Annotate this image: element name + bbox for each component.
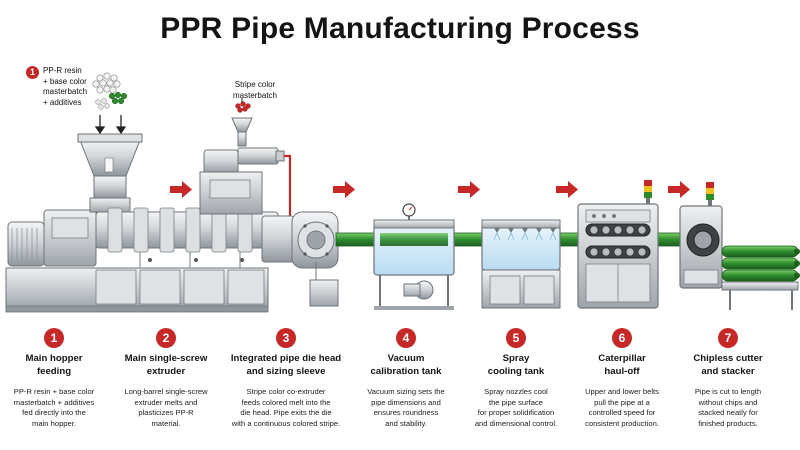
stripe-note-line: Stripe color — [234, 80, 276, 89]
flow-arrow-icon — [668, 181, 690, 198]
step-7: 7 Chipless cutter and stacker Pipe is cu… — [676, 328, 780, 429]
step-description: Vacuum sizing sets the pipe dimensions a… — [367, 387, 445, 428]
step-badge: 6 — [612, 328, 632, 348]
step-badge: 5 — [506, 328, 526, 348]
step-title: Caterpillar haul-off — [598, 353, 646, 377]
step-4: 4 Vacuum calibration tank Vacuum sizing … — [356, 328, 456, 429]
stacked-pipes — [721, 245, 799, 282]
step-description: Pipe is cut to length without chips and … — [694, 387, 762, 428]
flow-arrow-icon — [556, 181, 578, 198]
process-illustration — [5, 72, 800, 313]
step-title: Integrated pipe die head and sizing slee… — [230, 353, 342, 377]
feed-note-line: + base color — [43, 76, 87, 86]
step-1: 1 Main hopper feeding PP-R resin + base … — [4, 328, 104, 429]
flow-arrow-icon — [458, 181, 480, 198]
die-head — [261, 211, 339, 307]
feed-note-line: PP-R resin — [43, 66, 82, 75]
page-title: PPR Pipe Manufacturing Process — [160, 12, 640, 45]
step-description: Long-barrel single-screw extruder melts … — [124, 387, 208, 428]
step-badge: 3 — [276, 328, 296, 348]
step-captions: 1 Main hopper feeding PP-R resin + base … — [0, 328, 800, 450]
chipless-cutter-stacker — [679, 182, 799, 310]
feed-note: 1 PP-R resin + base color masterbatch + … — [26, 66, 116, 108]
spray-cooling-tank — [481, 219, 561, 309]
step-5: 5 Spray cooling tank Spray nozzles cool … — [462, 328, 570, 429]
feed-note-line: masterbatch — [43, 87, 88, 96]
step-title: Main single-screw extruder — [124, 353, 208, 377]
pellet-pile-icon — [92, 72, 128, 110]
feed-arrows — [94, 115, 127, 135]
feed-note-line: + additives — [43, 97, 82, 107]
step-title: Main hopper feeding — [25, 353, 83, 377]
step-2: 2 Main single-screw extruder Long-barrel… — [110, 328, 222, 429]
step-badge: 1 — [26, 66, 39, 79]
step-badge: 1 — [44, 328, 64, 348]
stripe-co-extruder — [199, 98, 292, 222]
stripe-note: Stripe color masterbatch — [220, 80, 290, 101]
step-description: Stripe color co-extruder feeds colored m… — [231, 387, 341, 428]
flow-arrow-icon — [170, 181, 192, 198]
step-badge: 7 — [718, 328, 738, 348]
step-description: Spray nozzles cool the pipe surface for … — [474, 387, 558, 428]
step-badge: 4 — [396, 328, 416, 348]
stripe-note-line: masterbatch — [232, 90, 278, 100]
flow-arrows — [170, 181, 690, 198]
flow-arrow-icon — [333, 181, 355, 198]
step-description: PP-R resin + base color masterbatch + ad… — [13, 387, 95, 428]
vacuum-calibration-tank — [373, 203, 455, 310]
step-title: Chipless cutter and stacker — [693, 353, 763, 377]
step-badge: 2 — [156, 328, 176, 348]
step-title: Vacuum calibration tank — [370, 353, 442, 377]
step-title: Spray cooling tank — [487, 353, 545, 377]
step-6: 6 Caterpillar haul-off Upper and lower b… — [572, 328, 672, 429]
caterpillar-haul-off — [577, 180, 659, 309]
step-3: 3 Integrated pipe die head and sizing sl… — [226, 328, 346, 429]
step-description: Upper and lower belts pull the pipe at a… — [585, 387, 659, 428]
